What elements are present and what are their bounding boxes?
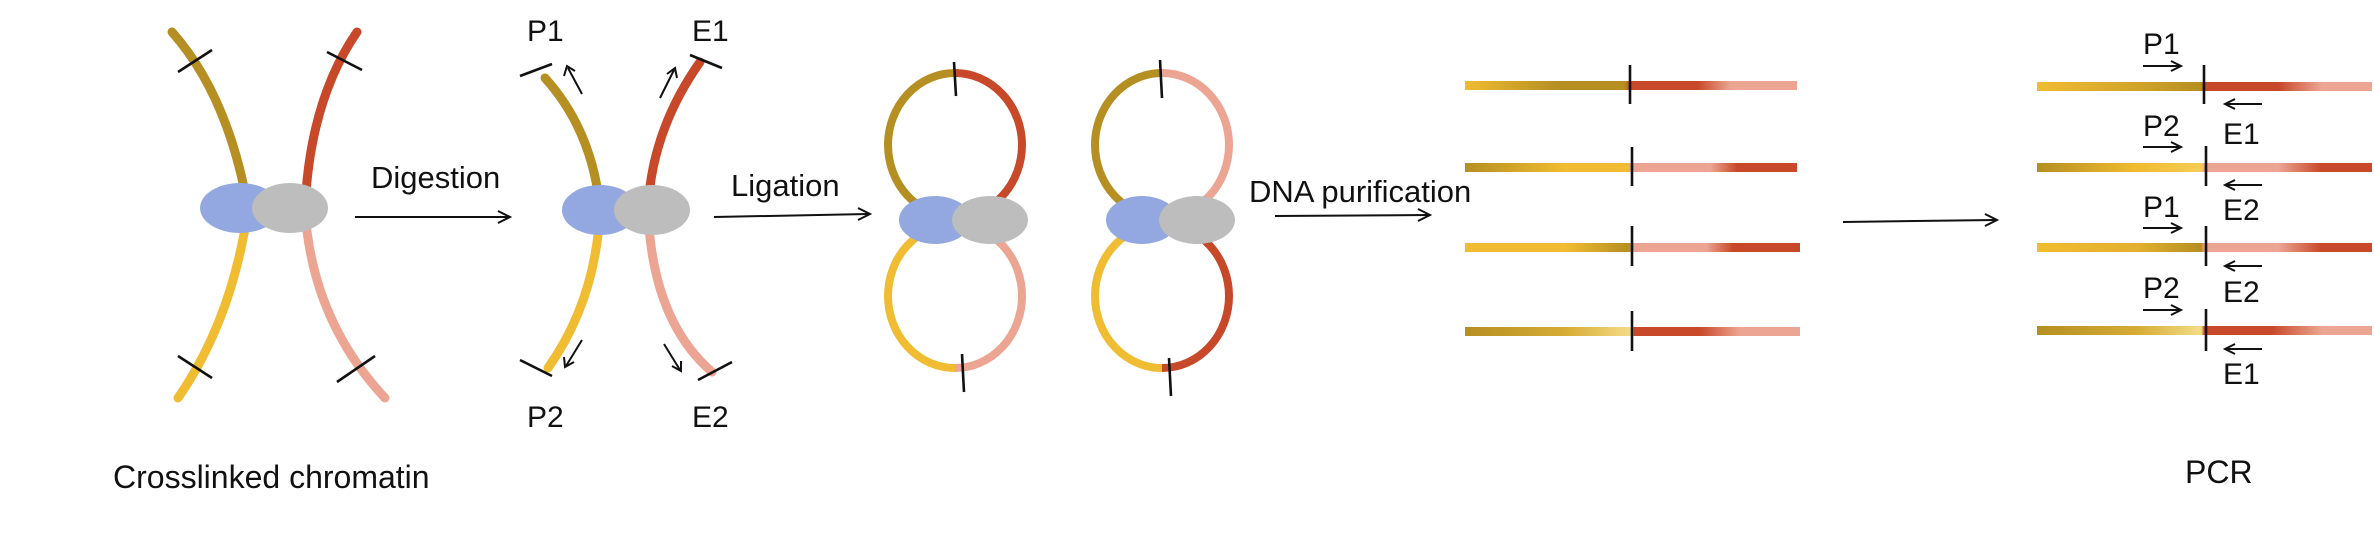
digestion-step: Digestion (355, 160, 513, 224)
primer-label-e1: E1 (692, 15, 729, 48)
pcr-step (1842, 213, 2000, 227)
primer-arrowhead (563, 356, 575, 369)
primer-label-p1: P1 (527, 15, 564, 48)
purification-arrowhead (1417, 208, 1433, 222)
cut-site-tick (689, 53, 723, 70)
primer-arrow (659, 69, 675, 99)
primer-arrowhead (671, 361, 682, 373)
loop-bottom-orange (1161, 220, 1233, 372)
ligation-step: Ligation (713, 168, 873, 221)
digestion-label: Digestion (371, 160, 500, 195)
ligation-arrowhead (857, 207, 873, 221)
pcr-caption: PCR (2185, 454, 2253, 490)
primer-arrowhead (666, 66, 678, 79)
ligation-label: Ligation (731, 168, 840, 203)
cut-site-tick (697, 360, 733, 382)
reverse-primer-arrowhead (2222, 260, 2236, 272)
loop-bottom-salmon (954, 220, 1026, 372)
purification-label: DNA purification (1249, 174, 1471, 209)
gray-protein (252, 183, 328, 233)
pcr-arrow (1842, 219, 1996, 223)
forward-primer-arrowhead (2170, 141, 2184, 153)
pcr-product (2037, 243, 2372, 252)
cut-site-tick (519, 62, 553, 78)
gray-protein (952, 196, 1028, 244)
reverse-primer-arrowhead (2222, 98, 2236, 110)
digestion-arrowhead (497, 210, 513, 224)
crosslinked-chromatin-caption: Crosslinked chromatin (113, 459, 430, 495)
primer-arrow (567, 67, 583, 95)
ligation-arrow (713, 213, 869, 218)
purified-products (1465, 65, 1800, 351)
ligation-junction-tick (1167, 357, 1173, 397)
pcr-primer-label: E1 (2223, 358, 2260, 391)
ligated-figure-eight-1 (884, 61, 1028, 393)
pcr-primer-label: E2 (2223, 194, 2260, 227)
pcr-products: P1 P2 E1 P1 E2 P2 E2 E1 PCR (2037, 28, 2372, 490)
ligated-figure-eight-2 (1091, 59, 1235, 397)
strand-orange-top (300, 27, 362, 213)
loop-top-olive (1091, 69, 1163, 221)
strand-yellow-bottom (173, 205, 253, 403)
cut-site-tick (177, 48, 213, 74)
primer-label-e2: E2 (692, 401, 729, 434)
gray-protein (614, 185, 690, 235)
loop-top-orange (954, 69, 1026, 221)
pcr-primer-label: E2 (2223, 276, 2260, 309)
forward-primer-arrowhead (2170, 304, 2184, 316)
purification-step: DNA purification (1249, 174, 1471, 222)
digested-panel: P1 E1 P2 E2 (519, 15, 733, 434)
loop-bottom-yellow (884, 220, 956, 372)
forward-primer-arrowhead (2170, 60, 2184, 72)
pcr-primer-label: P2 (2143, 272, 2180, 305)
cut-site-tick (519, 358, 553, 378)
pcr-primer-label: P1 (2143, 28, 2180, 61)
reverse-primer-arrowhead (2222, 343, 2236, 355)
pcr-product (2037, 163, 2372, 172)
pcr-primer-label: E1 (2223, 118, 2260, 151)
ligation-junction-tick (1158, 59, 1164, 99)
strand-olive-top (167, 27, 253, 213)
primer-arrowhead (563, 64, 576, 77)
cut-site-tick (326, 50, 363, 72)
cut-site-tick (336, 354, 376, 384)
primer-arrow (565, 339, 583, 367)
pcr-primer-label: P1 (2143, 191, 2180, 224)
strand-salmon-bottom (643, 205, 717, 377)
blue-protein (1106, 196, 1178, 244)
strand-salmon-bottom (300, 205, 390, 403)
forward-primer-arrowhead (2170, 222, 2184, 234)
ligation-junction-tick (960, 353, 966, 393)
crosslinked-chromatin-panel: Crosslinked chromatin (113, 27, 430, 495)
reverse-primer-arrowhead (2222, 179, 2236, 191)
pcr-product (2037, 326, 2372, 335)
loop-top-salmon (1161, 69, 1233, 221)
primer-arrow (663, 343, 681, 371)
loop-bottom-yellow (1091, 220, 1163, 372)
pcr-primer-label: P2 (2143, 110, 2180, 143)
gray-protein (1159, 196, 1235, 244)
blue-protein (899, 196, 971, 244)
ligation-junction-tick (952, 61, 958, 97)
pcr-arrowhead (1984, 213, 2000, 227)
cut-site-tick (177, 354, 213, 380)
primer-label-p2: P2 (527, 401, 564, 434)
purification-arrow (1274, 214, 1429, 217)
blue-protein (562, 185, 638, 235)
loop-top-olive (884, 69, 956, 221)
